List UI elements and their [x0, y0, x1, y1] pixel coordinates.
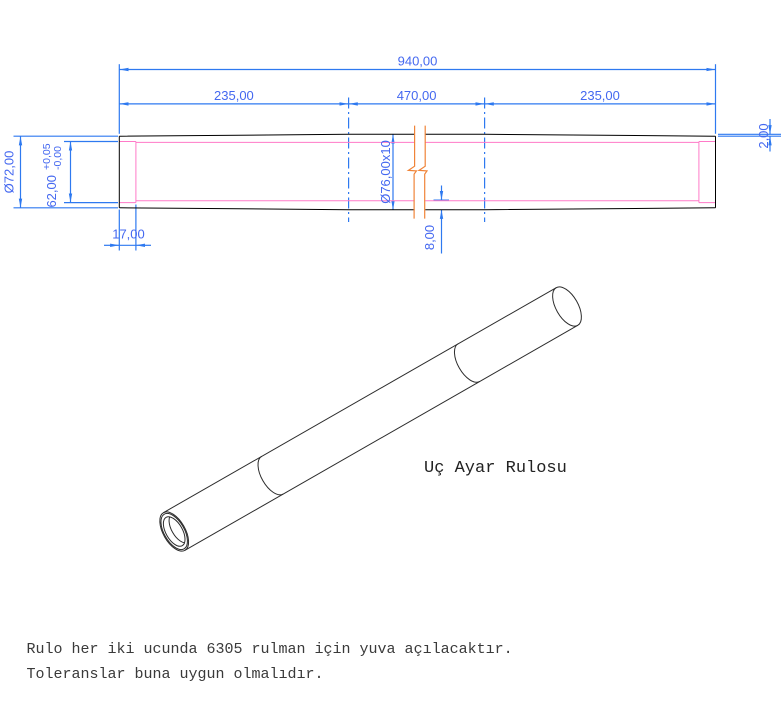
- iso-near-outer-ellipse: [159, 511, 190, 552]
- section-view: 940,00 235,00 470,00 235,00 Ø72,00 62,00…: [2, 54, 781, 254]
- iso-near-bore-ellipse: [162, 516, 186, 547]
- iso-silhouette-bottom: [184, 324, 578, 551]
- dimension-lines: [13, 64, 781, 254]
- note-line-2: Toleranslar buna uygun olmalıdır.: [27, 666, 324, 683]
- dim-235r-text: 235,00: [580, 88, 620, 103]
- dim-17-text: 17,00: [112, 227, 145, 242]
- dim-8-text: 8,00: [422, 225, 437, 250]
- dim-62-text: 62,00: [44, 175, 59, 208]
- iso-near-end: [159, 511, 190, 552]
- iso-junction-arc-far: [453, 343, 480, 383]
- iso-junction-arc-near: [257, 455, 284, 496]
- dim-62-text-group: 62,00 +0,05 -0,00: [41, 143, 64, 207]
- iso-far-ellipse: [552, 286, 582, 327]
- break-line-left: [406, 125, 418, 219]
- dim-235l-text: 235,00: [214, 88, 254, 103]
- iso-view: Uç Ayar Rulosu: [159, 286, 582, 552]
- dim-62-tol-plus: +0,05: [41, 143, 53, 170]
- dim-d72-text: Ø72,00: [2, 151, 17, 194]
- bore-bottom-line: [119, 200, 716, 204]
- iso-bore-depth-ellipse: [168, 513, 190, 544]
- dim-940-text: 940,00: [398, 54, 438, 69]
- break-lines: [406, 125, 429, 219]
- dim-d76-text: Ø76,00x10: [378, 140, 393, 204]
- break-line-right: [417, 125, 429, 219]
- dim-2-text: 2,00: [756, 123, 771, 148]
- dim-62-tol-minus: -0,00: [52, 146, 64, 170]
- dim-470-text: 470,00: [397, 88, 437, 103]
- iso-silhouette-top: [163, 287, 557, 514]
- bore-lines: [119, 141, 716, 204]
- outline-top: [119, 133, 716, 137]
- outline-bottom: [119, 207, 716, 211]
- iso-near-rim-ellipse: [160, 512, 188, 551]
- bore-top-line: [119, 141, 716, 143]
- iso-far-end: [552, 286, 582, 327]
- dimension-texts: 940,00 235,00 470,00 235,00 Ø72,00 62,00…: [2, 54, 772, 251]
- note-line-1: Rulo her iki ucunda 6305 rulman için yuv…: [27, 641, 513, 658]
- part-outline: [118, 133, 716, 211]
- iso-label: Uç Ayar Rulosu: [424, 459, 567, 478]
- notes: Rulo her iki ucunda 6305 rulman için yuv…: [27, 641, 513, 683]
